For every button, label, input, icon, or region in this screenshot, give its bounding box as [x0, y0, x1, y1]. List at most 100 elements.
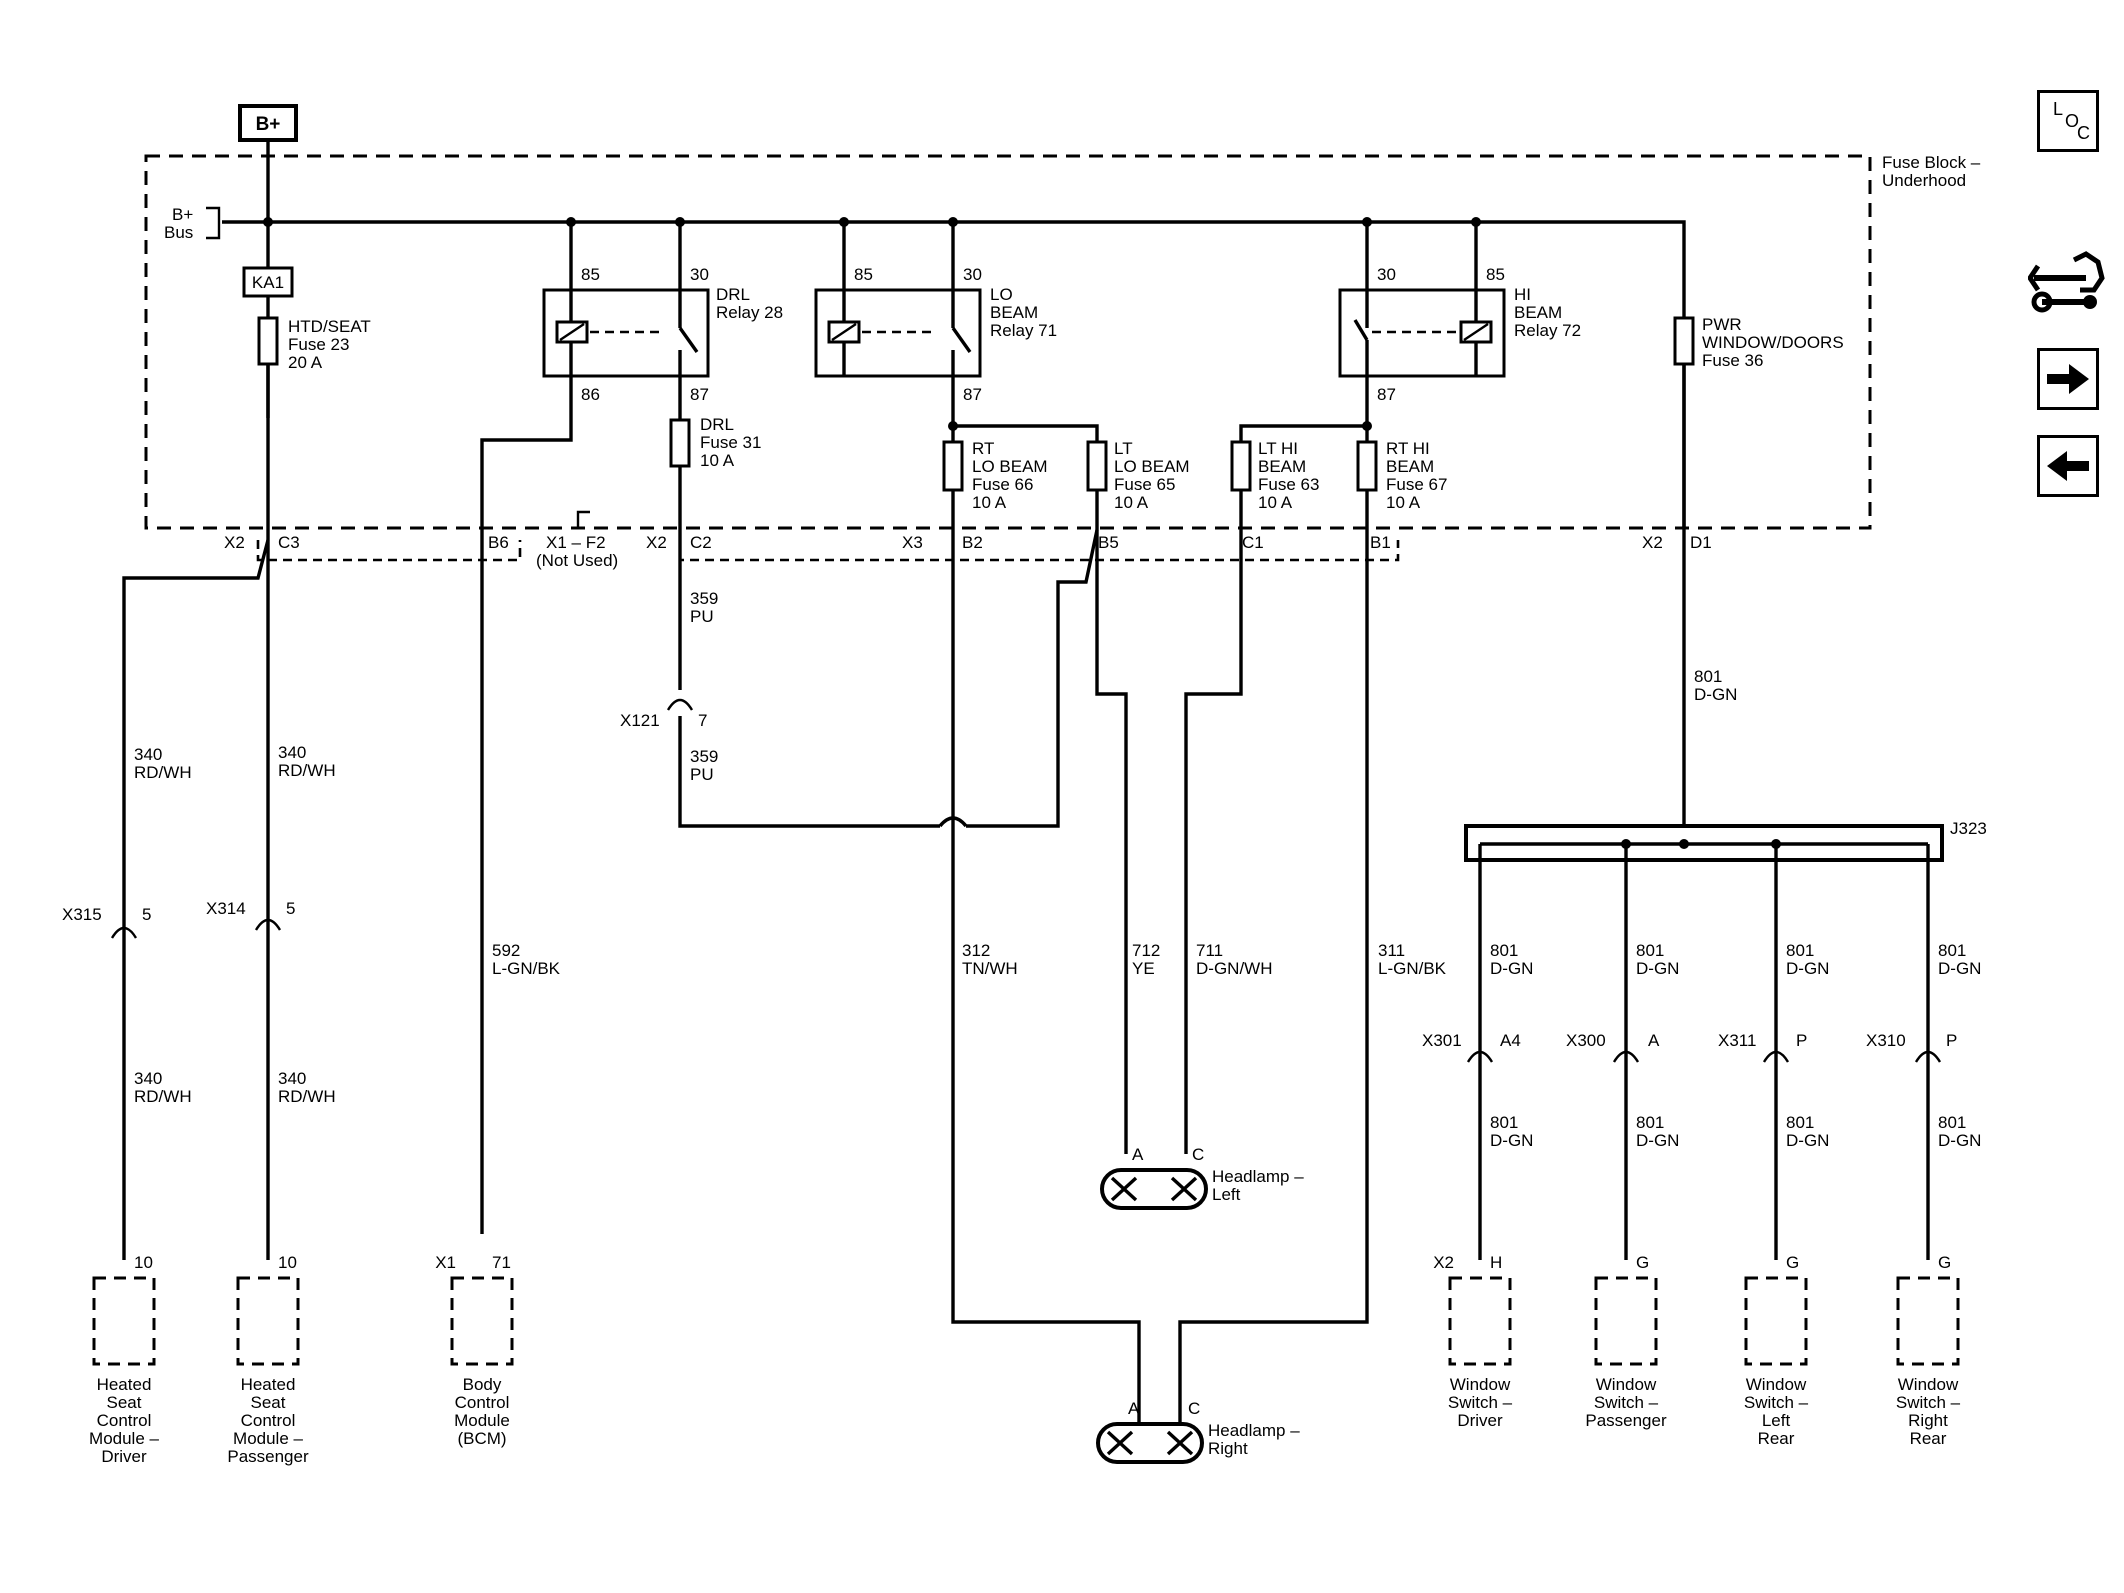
previous-page-button[interactable] — [2037, 435, 2099, 497]
wire-801-ws2-a2: D-GN — [1636, 959, 1679, 978]
wire-801-ws3-a1: 801 — [1786, 941, 1814, 960]
relay-hi-label-2: BEAM — [1514, 303, 1562, 322]
component-name-line: Switch – — [1594, 1393, 1659, 1412]
wire-340c-1: 340 — [134, 1069, 162, 1088]
fuse-lt-lo-l3: Fuse 65 — [1114, 475, 1175, 494]
component-pin-number: 71 — [492, 1253, 511, 1272]
component-box — [92, 1276, 156, 1366]
wire-801-ws2-b2: D-GN — [1636, 1131, 1679, 1150]
conn-x1-f2-b: (Not Used) — [536, 551, 618, 570]
relay-lo-pin-30: 30 — [963, 265, 982, 284]
component-name-line: Right — [1908, 1411, 1948, 1430]
relay-drl-label-1: DRL — [716, 285, 750, 304]
component-name-line: Rear — [1910, 1429, 1947, 1448]
fuse-drl — [669, 418, 691, 468]
component-name-line: Rear — [1758, 1429, 1795, 1448]
conn-x301-b: A4 — [1500, 1031, 1521, 1050]
component-name-line: Control — [241, 1411, 296, 1430]
wire-801-main-1: 801 — [1694, 667, 1722, 686]
component-name-line: Switch – — [1744, 1393, 1809, 1412]
fuse-lt-lo-l2: LO BEAM — [1114, 457, 1190, 476]
fuse-pwr-l3: Fuse 36 — [1702, 351, 1763, 370]
component-name-line: Module — [454, 1411, 510, 1430]
arrow-right-icon — [2047, 364, 2089, 394]
component-pin-connector: X1 — [435, 1253, 456, 1272]
fuse-rt-hi-l1: RT HI — [1386, 439, 1430, 458]
relay-lo-label-2: BEAM — [990, 303, 1038, 322]
wire-592-2: L-GN/BK — [492, 959, 561, 978]
relay-lo-pin-87: 87 — [963, 385, 982, 404]
wire-340d-1: 340 — [278, 1069, 306, 1088]
wire-712-2: YE — [1132, 959, 1155, 978]
component-name-line: Heated — [241, 1375, 296, 1394]
fuse-pwr-window — [1673, 316, 1695, 366]
component-name-line: Window — [1596, 1375, 1657, 1394]
conn-x2-d1-a: X2 — [1642, 533, 1663, 552]
conn-x310-a: X310 — [1866, 1031, 1906, 1050]
splice-j323-label: J323 — [1950, 819, 1987, 838]
headlamp-left-name-1: Headlamp – — [1212, 1167, 1304, 1186]
relay-hi-pin-87: 87 — [1377, 385, 1396, 404]
component-name-line: Body — [463, 1375, 502, 1394]
conn-x314-b: 5 — [286, 899, 295, 918]
conn-c1: C1 — [1242, 533, 1264, 552]
ka1-box — [242, 266, 294, 298]
wire-801-ws2-b1: 801 — [1636, 1113, 1664, 1132]
fuse-rt-lo-l3: Fuse 66 — [972, 475, 1033, 494]
component-box — [236, 1276, 300, 1366]
bus-label-2: Bus — [164, 223, 193, 242]
component-pin-number: G — [1786, 1253, 1799, 1272]
wire-359b-2: PU — [690, 765, 714, 784]
conn-x311-b: P — [1796, 1031, 1807, 1050]
component-name-line: Seat — [107, 1393, 142, 1412]
relay-hi-pin-85: 85 — [1486, 265, 1505, 284]
component-name-line: Module – — [233, 1429, 303, 1448]
conn-x315-a: X315 — [62, 905, 102, 924]
fuse-pwr-l1: PWR — [1702, 315, 1742, 334]
conn-x3-b2-a: X3 — [902, 533, 923, 552]
wire-311-2: L-GN/BK — [1378, 959, 1447, 978]
wire-340c-2: RD/WH — [134, 1087, 192, 1106]
wire-340b-1: 340 — [278, 743, 306, 762]
component-name-line: Switch – — [1896, 1393, 1961, 1412]
component-name-line: Passenger — [1585, 1411, 1667, 1430]
component-name-line: Driver — [1457, 1411, 1503, 1430]
conn-x121-a: X121 — [620, 711, 660, 730]
component-name-line: Passenger — [227, 1447, 309, 1466]
conn-x121-b: 7 — [698, 711, 707, 730]
conn-x315-b: 5 — [142, 905, 151, 924]
conn-x2-c2-b: C2 — [690, 533, 712, 552]
wire-801-ws3-b2: D-GN — [1786, 1131, 1829, 1150]
wire-711-2: D-GN/WH — [1196, 959, 1272, 978]
fuse-lt-hi-l4: 10 A — [1258, 493, 1293, 512]
next-page-button[interactable] — [2037, 348, 2099, 410]
loc-button[interactable]: L O C — [2037, 90, 2099, 152]
wire-801-main-2: D-GN — [1694, 685, 1737, 704]
wire-801-ws3-a2: D-GN — [1786, 959, 1829, 978]
fuse-lt-lo-l1: LT — [1114, 439, 1133, 458]
component-name-line: Window — [1898, 1375, 1959, 1394]
component-name-line: Driver — [101, 1447, 147, 1466]
headlamp-right-pin-c: C — [1188, 1399, 1200, 1418]
fuse-lt-lo-beam — [1086, 440, 1108, 492]
fuse-lt-lo-l4: 10 A — [1114, 493, 1149, 512]
fuse-rt-hi-l2: BEAM — [1386, 457, 1434, 476]
wire-801-ws4-a2: D-GN — [1938, 959, 1981, 978]
component-name-line: (BCM) — [457, 1429, 506, 1448]
headlamp-right-name-2: Right — [1208, 1439, 1248, 1458]
fuse-lt-hi-beam — [1230, 440, 1252, 492]
fuse-drl-l1: DRL — [700, 415, 734, 434]
headlamp-left: A C Headlamp – Left — [1100, 1145, 1304, 1210]
conn-x2-c2-a: X2 — [646, 533, 667, 552]
wrench-cable-icon[interactable] — [2026, 248, 2106, 326]
loc-icon-l: L — [2053, 99, 2064, 119]
relay-drl-pin-86: 86 — [581, 385, 600, 404]
wire-340a-2: RD/WH — [134, 763, 192, 782]
relay-hi-label-3: Relay 72 — [1514, 321, 1581, 340]
wire-312-2: TN/WH — [962, 959, 1018, 978]
